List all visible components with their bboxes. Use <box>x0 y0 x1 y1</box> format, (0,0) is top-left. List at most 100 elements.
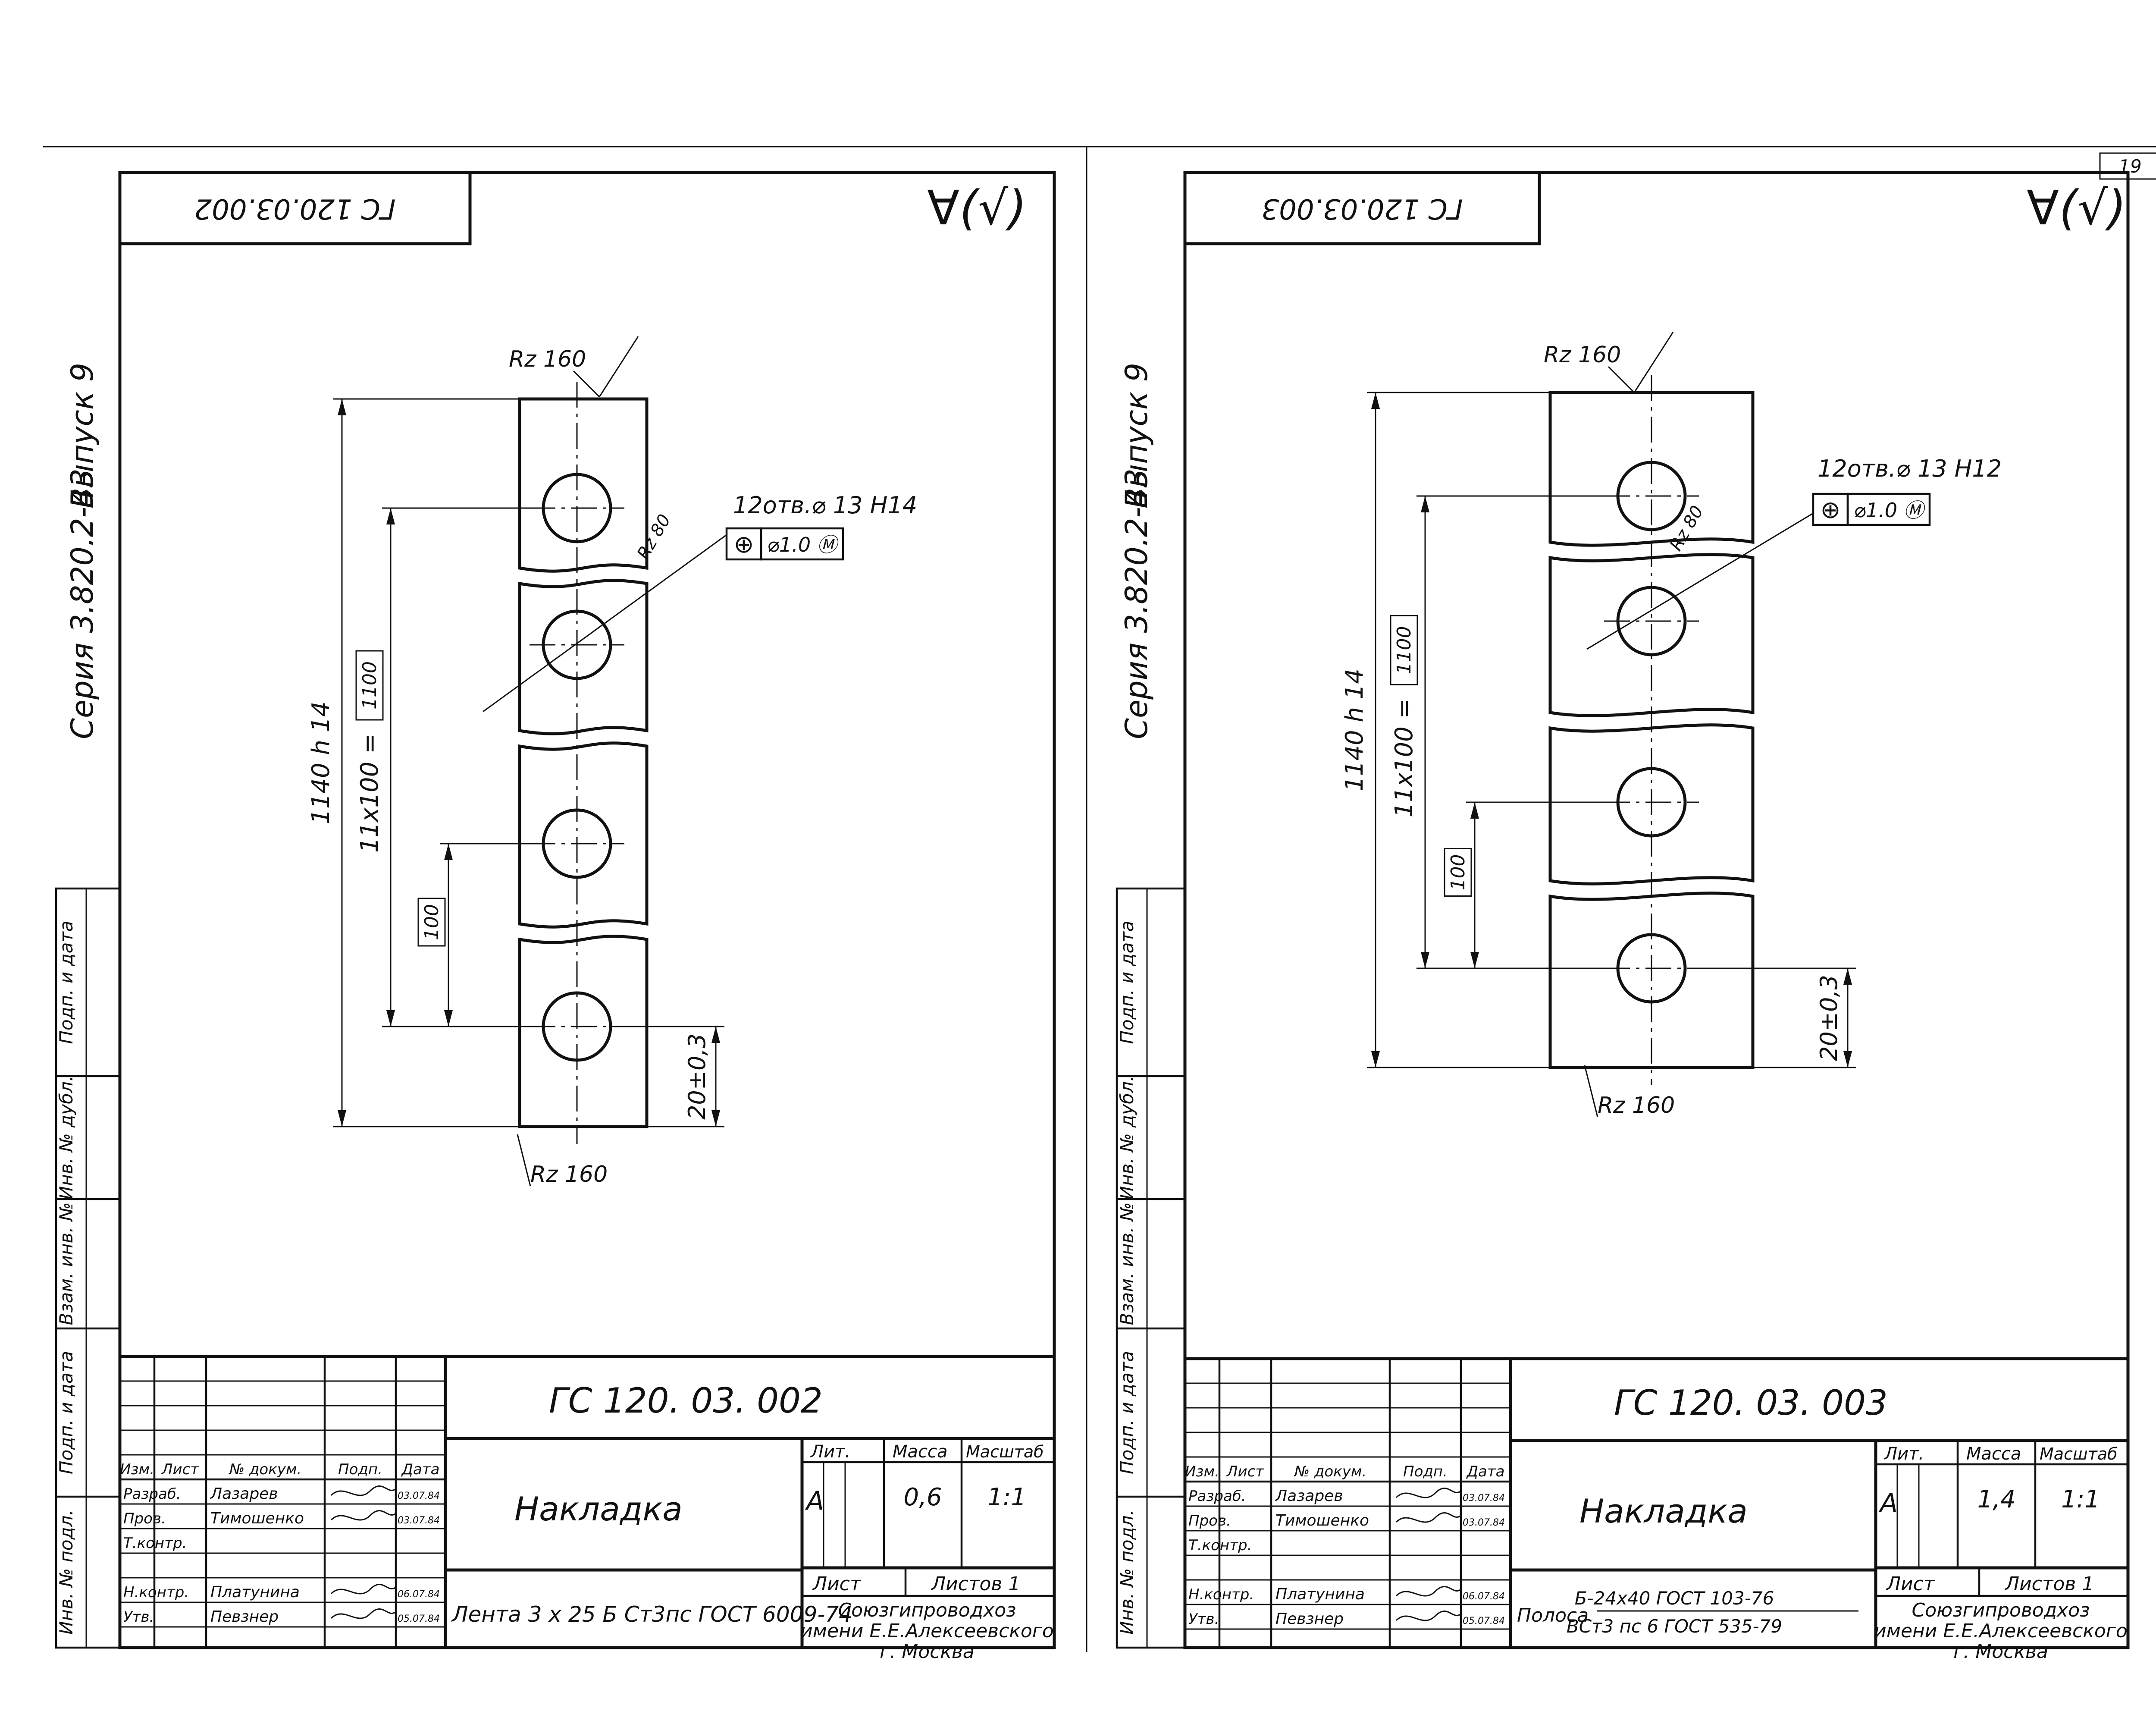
title-date: 03.07.84 <box>398 1515 440 1526</box>
title-person: Певзнер <box>1275 1610 1344 1628</box>
sheet-frame <box>118 171 1056 1649</box>
tolerance-value: ⌀1.0 Ⓜ <box>1854 499 1926 522</box>
issue-text: Выпуск 9 <box>1119 363 1154 509</box>
side-stamp-label: Подп. и дата <box>56 1351 77 1474</box>
tolerance-frame-value-cell <box>1846 493 1931 526</box>
title-person: Платунина <box>210 1583 300 1601</box>
series-text: Серия 3.820.2-43 <box>65 468 100 739</box>
dim-edge-label: 20±0,3 <box>683 1033 711 1120</box>
organization: имени Е.Е.Алексеевского <box>1874 1620 2128 1642</box>
organization: г. Москва <box>880 1641 975 1663</box>
dim-edge-arrow-top <box>1843 968 1852 985</box>
title-role: Разраб. <box>123 1485 181 1503</box>
dim-pitch-box <box>355 650 384 721</box>
lit-value: А <box>805 1486 824 1516</box>
tolerance-frame-value-cell <box>760 527 844 561</box>
title-role: Т.контр. <box>1188 1537 1252 1554</box>
series-text: Серия 3.820.2-43 <box>1119 468 1154 739</box>
rz-hole: Rz 80 <box>633 511 675 563</box>
rz-top-leader <box>1608 366 1635 393</box>
material: Лента 3 х 25 Б Ст3пс ГОСТ 6009-74 <box>451 1602 852 1627</box>
side-stamp-label: Инв. № подл. <box>1116 1510 1138 1635</box>
signature-mark <box>1395 1512 1461 1523</box>
rz-top: Rz 160 <box>509 346 586 372</box>
rz-top-leader <box>599 336 639 397</box>
dim-total-label: 1140 h 14 <box>1341 669 1369 791</box>
sheet-label: Лист <box>812 1573 862 1595</box>
dim-edge-arrow-bottom <box>711 1110 720 1127</box>
scale-label: Масштаб <box>966 1442 1044 1461</box>
signature-mark <box>1395 1488 1461 1498</box>
dim-pitch-box-value: 1100 <box>359 661 381 710</box>
roughness-symbol: ∀(√) <box>927 180 1027 235</box>
title-header: Дата <box>401 1461 439 1478</box>
mass-value: 1,4 <box>1977 1485 2015 1513</box>
signature-mark <box>330 1608 396 1619</box>
dim-pitch-arrow-bottom <box>1421 952 1429 968</box>
sheets-label: Листов 1 <box>931 1573 1020 1595</box>
tolerance-position-symbol: ⊕ <box>1821 496 1841 524</box>
dim-total-arrow-bottom <box>338 1110 346 1127</box>
title-person: Певзнер <box>210 1608 279 1626</box>
dim-pitch-box-value: 1100 <box>1393 626 1415 675</box>
title-header: Изм. <box>120 1461 154 1478</box>
mass-label: Масса <box>893 1442 948 1462</box>
side-stamp-strip <box>1116 887 1186 1649</box>
mirrored-code: ГС 120.03.003 <box>1261 193 1463 225</box>
dim-step-arrow-bottom <box>1470 952 1479 968</box>
issue-text: Выпуск 9 <box>65 363 100 509</box>
side-stamp-label: Подп. и дата <box>1116 1351 1138 1474</box>
tolerance-value: ⌀1.0 Ⓜ <box>767 533 839 556</box>
rz-top: Rz 160 <box>1544 342 1621 368</box>
lit-value: А <box>1878 1488 1898 1518</box>
part-name: Накладка <box>1579 1492 1748 1530</box>
dim-pitch-arrow-top <box>1421 496 1429 512</box>
part-segment <box>1548 391 1755 547</box>
title-role: Утв. <box>123 1608 154 1626</box>
title-role: Разраб. <box>1188 1488 1246 1505</box>
signature-mark <box>1395 1611 1461 1621</box>
side-stamp-label: Подп. и дата <box>1116 920 1138 1044</box>
dim-edge-label: 20±0,3 <box>1815 975 1843 1061</box>
lit-label: Лит. <box>810 1442 850 1462</box>
rz-bottom-leader <box>517 1134 531 1187</box>
title-date: 05.07.84 <box>398 1614 440 1624</box>
title-role: Н.контр. <box>1188 1586 1254 1603</box>
dim-pitch-label: 11x100 = <box>1390 698 1418 817</box>
title-date: 05.07.84 <box>1463 1616 1505 1626</box>
scale-value: 1:1 <box>987 1483 1026 1511</box>
signature-mark <box>330 1584 396 1595</box>
organization: Союзгипроводхоз <box>838 1599 1016 1621</box>
part-segment <box>518 935 649 1128</box>
dim-edge-arrow-bottom <box>1843 1051 1852 1068</box>
mass-value: 0,6 <box>903 1483 942 1511</box>
side-stamp-label: Взам. инв. № <box>56 1202 77 1325</box>
title-header: № докум. <box>229 1461 302 1478</box>
roughness-symbol: ∀(√) <box>2027 180 2126 235</box>
holes-note: 12отв.⌀ 13 H12 <box>1818 455 2002 482</box>
signature-mark <box>330 1485 396 1496</box>
title-person: Лазарев <box>1275 1487 1343 1505</box>
dim-pitch-arrow-bottom <box>386 1010 395 1027</box>
title-header: Изм. <box>1185 1463 1219 1480</box>
title-date: 03.07.84 <box>1463 1493 1505 1504</box>
sheets-label: Листов 1 <box>2004 1573 2094 1595</box>
part-name: Накладка <box>514 1490 683 1528</box>
title-role: Пров. <box>123 1510 166 1527</box>
title-header: Подп. <box>1403 1463 1448 1480</box>
holes-note: 12отв.⌀ 13 H14 <box>733 492 917 519</box>
dim-step-box <box>1444 848 1472 897</box>
title-role: Т.контр. <box>123 1535 187 1552</box>
part-segment <box>518 741 649 929</box>
title-role: Пров. <box>1188 1512 1231 1529</box>
title-header: № докум. <box>1294 1463 1367 1480</box>
title-date: 06.07.84 <box>1463 1591 1505 1602</box>
side-stamp-label: Инв. № дубл. <box>56 1076 77 1199</box>
signature-mark <box>330 1510 396 1521</box>
side-stamp-label: Инв. № дубл. <box>1116 1076 1138 1199</box>
title-header: Лист <box>1226 1463 1264 1480</box>
mirrored-code: ГС 120.03.002 <box>194 193 395 225</box>
title-date: 03.07.84 <box>1463 1517 1505 1528</box>
dim-step-box <box>417 898 446 947</box>
